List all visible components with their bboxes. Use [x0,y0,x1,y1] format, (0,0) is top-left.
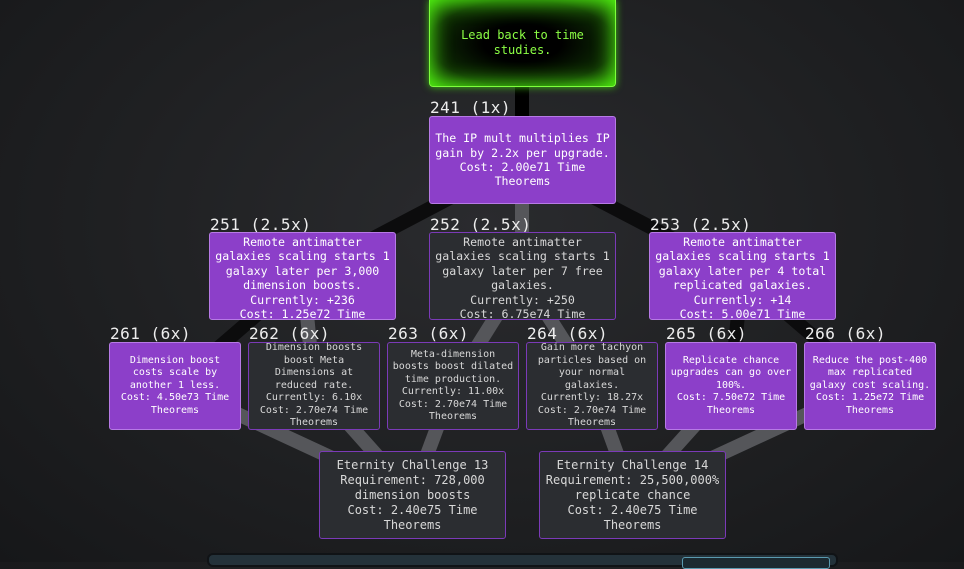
study-266[interactable]: Reduce the post-400 max replicated galax… [804,342,936,430]
study-262-cost: Cost: 2.70e74 Time Theorems [259,404,369,429]
study-261-description: Dimension boost costs scale by another 1… [129,354,221,391]
study-262[interactable]: Dimension boosts boost Meta Dimensions a… [248,342,380,430]
study-262-current: Currently: 6.10x [265,392,363,404]
study-261-cost: Cost: 4.50e73 Time Theorems [120,392,230,416]
bottom-panel-tab[interactable] [682,557,830,569]
study-252-description: Remote antimatter galaxies scaling start… [435,235,610,293]
study-241-cost: Cost: 2.00e71 Time Theorems [459,160,586,189]
eternity-challenge-14-study[interactable]: Eternity Challenge 14 Requirement: 25,50… [539,451,726,539]
ec14-requirement: Requirement: 25,500,000% replicate chanc… [545,472,720,502]
back-button-label: Lead back to time studies. [461,28,584,57]
study-253-cost: Cost: 5.00e71 Time [679,307,806,320]
study-264-label: 264 (6x) [527,324,609,343]
study-265[interactable]: Replicate chance upgrades can go over 10… [665,342,797,430]
ec13-title: Eternity Challenge 13 [336,457,489,472]
study-241[interactable]: The IP mult multiplies IP gain by 2.2x p… [429,116,616,204]
ec13-cost: Cost: 2.40e75 Time Theorems [347,502,478,532]
study-264-cost: Cost: 2.70e74 Time Theorems [537,404,647,429]
study-241-description: The IP mult multiplies IP gain by 2.2x p… [435,131,610,160]
eternity-challenge-13-study[interactable]: Eternity Challenge 13 Requirement: 728,0… [319,451,506,539]
ec14-title: Eternity Challenge 14 [556,457,709,472]
study-264-description: Gain more tachyon particles based on you… [537,342,647,391]
study-253-label: 253 (2.5x) [650,215,752,234]
study-265-label: 265 (6x) [666,324,748,343]
ec13-requirement: Requirement: 728,000 dimension boosts [340,472,485,502]
study-263-label: 263 (6x) [388,324,470,343]
study-266-description: Reduce the post-400 max replicated galax… [809,354,931,391]
study-266-cost: Cost: 1.25e72 Time Theorems [815,392,925,416]
study-241-label: 241 (1x) [430,98,512,117]
study-253[interactable]: Remote antimatter galaxies scaling start… [649,232,836,320]
study-262-description: Dimension boosts boost Meta Dimensions a… [265,342,363,391]
study-265-cost: Cost: 7.50e72 Time Theorems [676,392,786,416]
study-262-label: 262 (6x) [249,324,331,343]
study-253-current: Currently: +14 [693,292,792,307]
study-265-description: Replicate chance upgrades can go over 10… [670,354,792,391]
ec14-cost: Cost: 2.40e75 Time Theorems [567,502,698,532]
study-263-description: Meta-dimension boosts boost dilated time… [392,348,514,385]
study-252-label: 252 (2.5x) [430,215,532,234]
study-263[interactable]: Meta-dimension boosts boost dilated time… [387,342,519,430]
study-251-description: Remote antimatter galaxies scaling start… [215,235,390,293]
study-252[interactable]: Remote antimatter galaxies scaling start… [429,232,616,320]
study-264-current: Currently: 18.27x [540,392,644,404]
back-to-time-studies-button[interactable]: Lead back to time studies. [429,0,616,87]
study-251-current: Currently: +236 [250,292,355,307]
study-252-cost: Cost: 6.75e74 Time Theorems [459,307,586,320]
study-261-label: 261 (6x) [110,324,192,343]
study-251[interactable]: Remote antimatter galaxies scaling start… [209,232,396,320]
study-252-current: Currently: +250 [470,292,575,307]
study-253-description: Remote antimatter galaxies scaling start… [655,235,830,293]
study-263-cost: Cost: 2.70e74 Time Theorems [398,398,508,423]
study-251-label: 251 (2.5x) [210,215,312,234]
study-263-current: Currently: 11.00x [401,386,505,397]
study-266-label: 266 (6x) [805,324,887,343]
study-261[interactable]: Dimension boost costs scale by another 1… [109,342,241,430]
study-264[interactable]: Gain more tachyon particles based on you… [526,342,658,430]
study-251-cost: Cost: 1.25e72 Time [239,307,366,320]
